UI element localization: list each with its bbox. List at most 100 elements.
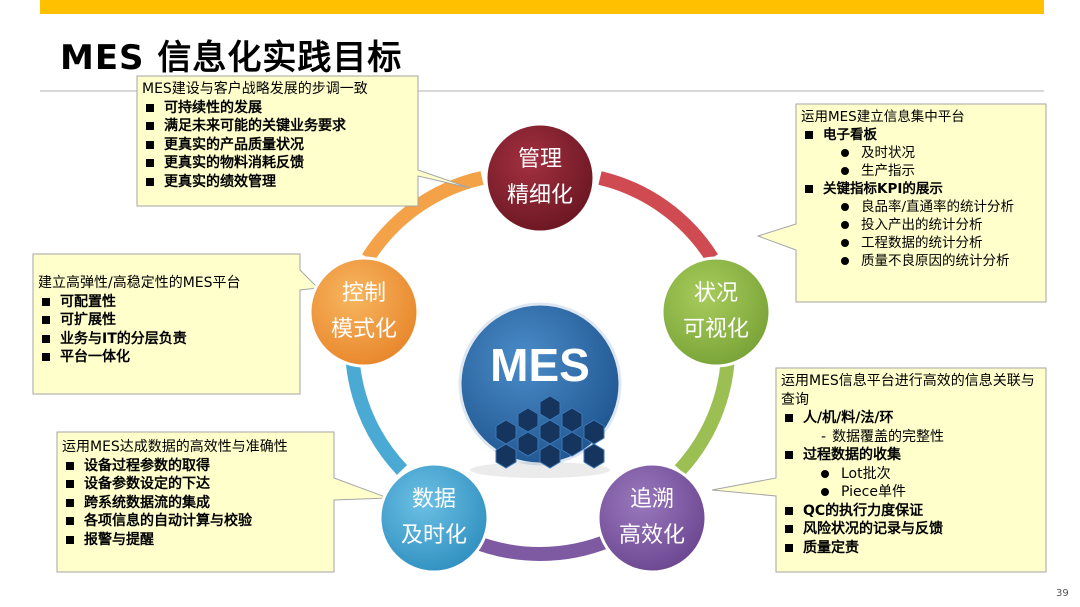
node-trace-line1: 追溯	[629, 487, 674, 512]
list-item: 业务与IT的分层负责	[38, 330, 298, 349]
title-divider	[40, 90, 1044, 92]
node-control-line1: 控制	[341, 281, 386, 306]
node-control: 控制 模式化	[314, 276, 414, 348]
dot-bullet-icon	[821, 488, 829, 496]
callout-bottom-right-list: 人/机/料/法/环 -数据覆盖的完整性 过程数据的收集 Lot批次 Piece单…	[781, 409, 1043, 557]
list-item: 生产指示	[801, 162, 1043, 180]
node-status-line2: 可视化	[682, 317, 749, 342]
list-item: 及时状况	[801, 144, 1043, 162]
callout-bottom-right-heading: 运用MES信息平台进行高效的信息关联与查询	[781, 373, 1035, 408]
square-bullet-icon	[146, 159, 154, 167]
node-manage-line1: 管理	[517, 147, 562, 172]
square-bullet-icon	[785, 525, 793, 533]
ring-arc-control-manage	[362, 171, 484, 262]
node-manage: 管理 精细化	[490, 142, 590, 214]
square-bullet-icon	[42, 334, 50, 343]
list-item: 可扩展性	[38, 311, 298, 330]
list-item: QC的执行力度保证	[781, 502, 1043, 521]
ring-arc-trace-data	[467, 533, 613, 561]
list-item: 风险状况的记录与反馈	[781, 520, 1043, 539]
callout-top-right-list: 电子看板 及时状况 生产指示 关键指标KPI的展示 良品率/直通率的统计分析 投…	[801, 126, 1043, 270]
square-bullet-icon	[146, 177, 154, 186]
dot-bullet-icon	[841, 203, 849, 211]
callout-left: 建立高弹性/高稳定性的MES平台 可配置性 可扩展性 业务与IT的分层负责 平台…	[38, 274, 298, 367]
callout-top-right: 运用MES建立信息集中平台 电子看板 及时状况 生产指示 关键指标KPI的展示 …	[801, 108, 1043, 270]
dot-bullet-icon	[841, 149, 849, 157]
page-title: MES 信息化实践目标	[60, 38, 403, 78]
list-item: 人/机/料/法/环	[781, 409, 1043, 428]
hexagon-cluster-icon	[495, 395, 605, 469]
callout-bottom-right-shape	[711, 367, 1047, 573]
square-bullet-icon	[42, 297, 50, 306]
callout-top-shape	[136, 75, 471, 207]
square-bullet-icon	[42, 316, 50, 324]
list-item: 更真实的产品质量状况	[142, 136, 414, 155]
callout-left-list: 可配置性 可扩展性 业务与IT的分层负责 平台一体化	[38, 293, 298, 367]
square-bullet-icon	[146, 122, 154, 130]
callout-top-list: 可持续性的发展 满足未来可能的关键业务要求 更真实的产品质量状况 更真实的物料消…	[142, 99, 414, 192]
list-item: 过程数据的收集	[781, 446, 1043, 465]
square-bullet-icon	[805, 185, 813, 193]
node-status: 状况 可视化	[666, 276, 766, 348]
dot-bullet-icon	[841, 239, 849, 247]
top-accent-bar	[40, 0, 1044, 14]
list-item: Piece单件	[781, 483, 1043, 502]
node-manage-circle	[484, 122, 596, 234]
list-item: 可配置性	[38, 293, 298, 312]
ring-arc-manage-status	[598, 171, 718, 262]
dot-bullet-icon	[841, 167, 849, 175]
list-item: 投入产出的统计分析	[801, 216, 1043, 234]
square-bullet-icon	[66, 480, 74, 488]
dot-bullet-icon	[841, 257, 849, 265]
callout-top-right-heading: 运用MES建立信息集中平台	[801, 109, 965, 125]
square-bullet-icon	[785, 451, 793, 459]
mes-center-label: MES	[490, 339, 590, 391]
list-item: 关键指标KPI的展示	[801, 180, 1043, 198]
callout-bottom-left-heading: 运用MES达成数据的高效性与准确性	[62, 439, 288, 455]
list-item: 工程数据的统计分析	[801, 234, 1043, 252]
callout-left-heading: 建立高弹性/高稳定性的MES平台	[38, 275, 241, 291]
list-item: -数据覆盖的完整性	[821, 428, 945, 445]
square-bullet-icon	[785, 414, 793, 422]
square-bullet-icon	[785, 506, 793, 515]
callout-bottom-left-shape	[56, 431, 389, 573]
dot-bullet-icon	[841, 221, 849, 229]
node-status-line1: 状况	[693, 281, 738, 306]
node-trace: 追溯 高效化	[602, 482, 702, 554]
list-item: 可持续性的发展	[142, 99, 414, 118]
list-item: 跨系统数据流的集成	[62, 494, 332, 513]
square-bullet-icon	[146, 140, 154, 149]
node-data-circle	[378, 462, 490, 574]
node-trace-circle	[596, 462, 708, 574]
list-item: 设备过程参数的取得	[62, 457, 332, 476]
list-item: 质量定责	[781, 539, 1043, 558]
callout-top-heading: MES建设与客户战略发展的步调一致	[142, 81, 368, 97]
callout-bottom-left-list: 设备过程参数的取得 设备参数设定的下达 跨系统数据流的集成 各项信息的自动计算与…	[62, 457, 332, 550]
node-control-line2: 模式化	[330, 317, 397, 342]
callout-left-shape	[32, 253, 320, 395]
square-bullet-icon	[805, 131, 813, 139]
list-item: 电子看板	[801, 126, 1043, 144]
page-number: 39	[1056, 588, 1069, 599]
list-item: 报警与提醒	[62, 531, 332, 550]
list-item: 质量不良原因的统计分析	[801, 252, 1043, 270]
square-bullet-icon	[42, 353, 50, 361]
node-trace-line2: 高效化	[618, 523, 685, 548]
callout-top-right-shape	[756, 103, 1047, 303]
callout-bottom-left: 运用MES达成数据的高效性与准确性 设备过程参数的取得 设备参数设定的下达 跨系…	[62, 438, 332, 549]
list-item: 更真实的绩效管理	[142, 173, 414, 192]
list-item: 各项信息的自动计算与校验	[62, 512, 332, 531]
callout-top: MES建设与客户战略发展的步调一致 可持续性的发展 满足未来可能的关键业务要求 …	[142, 80, 414, 191]
list-item: 满足未来可能的关键业务要求	[142, 117, 414, 136]
square-bullet-icon	[66, 517, 74, 525]
callout-bottom-right: 运用MES信息平台进行高效的信息关联与查询 人/机/料/法/环 -数据覆盖的完整…	[781, 372, 1043, 557]
list-item: 平台一体化	[38, 348, 298, 367]
square-bullet-icon	[66, 535, 74, 544]
node-data-line2: 及时化	[400, 523, 467, 548]
node-data-line1: 数据	[411, 487, 456, 512]
node-status-circle	[660, 256, 772, 368]
dash-bullet: -	[821, 428, 827, 445]
node-data: 数据 及时化	[384, 482, 484, 554]
dot-bullet-icon	[821, 469, 829, 478]
